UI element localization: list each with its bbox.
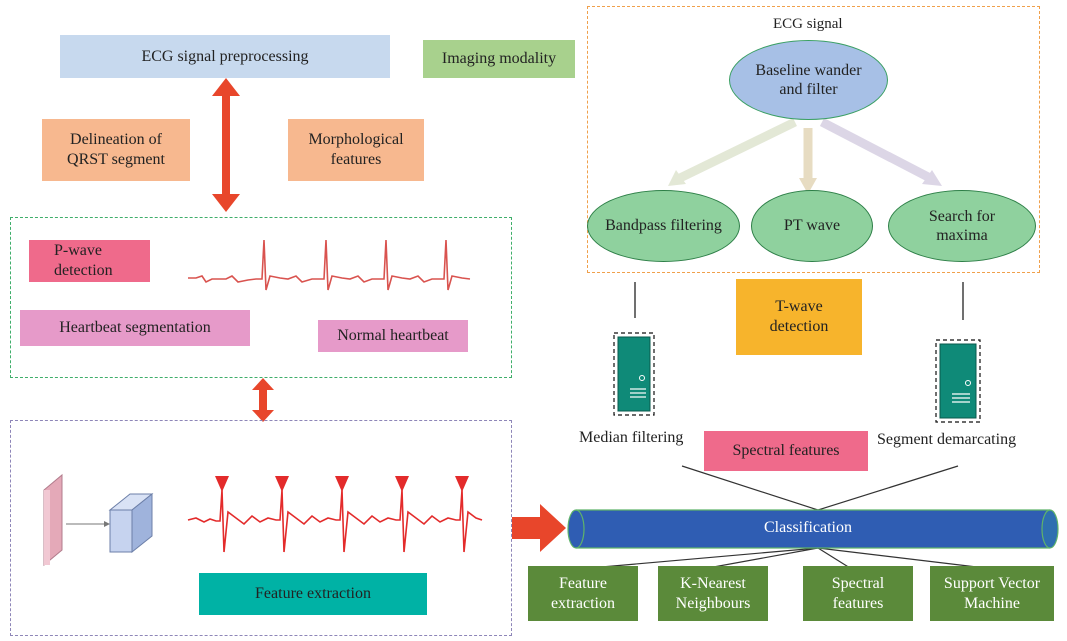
ecg-preprocessing-label: ECG signal preprocessing — [141, 47, 309, 65]
heartbeat-segmentation-box: Heartbeat segmentation — [20, 310, 250, 346]
delineation-label: Delineation of QRST segment — [67, 131, 165, 168]
bottom-box-spectral-label: Spectral features — [831, 574, 885, 612]
bandpass-label: Bandpass filtering — [605, 217, 722, 235]
feature-extraction-main-label: Feature extraction — [255, 585, 371, 602]
server-icon-segment — [935, 339, 981, 423]
spectral-features-mid-box: Spectral features — [704, 431, 868, 471]
ecg-waveform-top — [188, 239, 471, 291]
bottom-box-svm-label: Support Vector Machine — [943, 574, 1041, 612]
imaging-modality-label: Imaging modality — [441, 50, 557, 67]
pt-wave-label: PT wave — [783, 217, 841, 235]
soft-arrows — [668, 117, 942, 194]
ecg-waveform-bottom — [187, 489, 483, 553]
arrow-to-classification — [512, 504, 566, 552]
classification-tree-lines — [589, 547, 986, 569]
cnn-layer-icon — [43, 473, 154, 567]
heartbeat-segmentation-label: Heartbeat segmentation — [59, 319, 211, 336]
classification-cylinder — [567, 509, 1059, 549]
p-wave-label: P-wave detection — [54, 242, 113, 279]
morphological-box: Morphological features — [288, 119, 424, 181]
baseline-label: Baseline wander and filter — [755, 61, 862, 98]
segment-demarcating-label: Segment demarcating — [877, 431, 1017, 448]
spectral-features-mid-label: Spectral features — [732, 442, 840, 459]
bottom-box-spectral: Spectral features — [803, 566, 913, 621]
feature-extraction-main-box: Feature extraction — [199, 573, 427, 615]
median-filtering-label: Median filtering — [579, 429, 684, 446]
bottom-box-svm: Support Vector Machine — [930, 566, 1054, 621]
ecg-preprocessing-box: ECG signal preprocessing — [60, 35, 390, 78]
classification-label: Classification — [764, 519, 852, 536]
ecg-signal-title: ECG signal — [773, 16, 843, 32]
double-arrow-middle — [252, 378, 274, 422]
search-maxima-ellipse: Search for maxima — [888, 190, 1036, 262]
frame-ecg-signal-section — [587, 6, 1040, 273]
pt-wave-ellipse: PT wave — [751, 190, 873, 262]
double-arrow-top — [212, 78, 240, 212]
bandpass-ellipse: Bandpass filtering — [587, 190, 740, 262]
t-wave-box: T-wave detection — [736, 279, 862, 355]
t-wave-label: T-wave detection — [769, 298, 829, 335]
line-segment-to-classification — [817, 465, 959, 511]
delineation-box: Delineation of QRST segment — [42, 119, 190, 181]
frame-feature-section — [10, 420, 512, 636]
bottom-box-knn-label: K-Nearest Neighbours — [675, 574, 751, 612]
frame-heartbeat-section — [10, 217, 512, 378]
baseline-ellipse: Baseline wander and filter — [729, 40, 888, 120]
imaging-modality-box: Imaging modality — [423, 40, 575, 78]
bottom-box-knn: K-Nearest Neighbours — [658, 566, 768, 621]
line-median-to-classification — [681, 465, 819, 511]
morphological-label: Morphological features — [308, 131, 404, 168]
server-icon-median — [613, 332, 655, 416]
p-wave-box: P-wave detection — [29, 240, 150, 282]
bottom-box-feature-extraction-label: Feature extraction — [551, 574, 615, 612]
peak-markers — [215, 476, 469, 492]
normal-heartbeat-box: Normal heartbeat — [318, 320, 468, 352]
normal-heartbeat-label: Normal heartbeat — [337, 327, 449, 344]
bottom-box-feature-extraction: Feature extraction — [528, 566, 638, 621]
search-maxima-label: Search for maxima — [928, 207, 996, 244]
